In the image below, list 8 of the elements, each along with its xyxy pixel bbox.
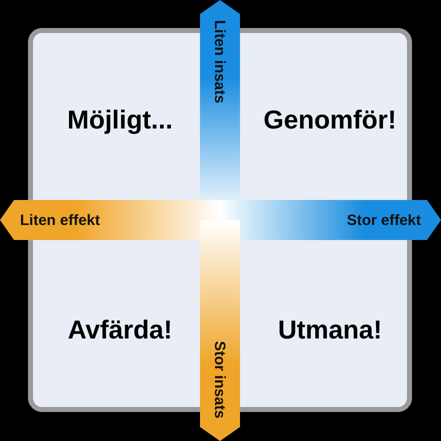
quadrant-label: Möjligt... [67, 104, 173, 136]
axis-label: Liten effekt [20, 212, 100, 229]
quadrant-label: Genomför! [264, 104, 396, 136]
axis-label: Liten insats [211, 20, 228, 104]
quadrant-label: Utmana! [278, 314, 382, 346]
axis-label: Stor effekt [346, 212, 421, 229]
axis-label: Stor insats [211, 341, 228, 419]
quadrant-label: Avfärda! [68, 314, 172, 346]
